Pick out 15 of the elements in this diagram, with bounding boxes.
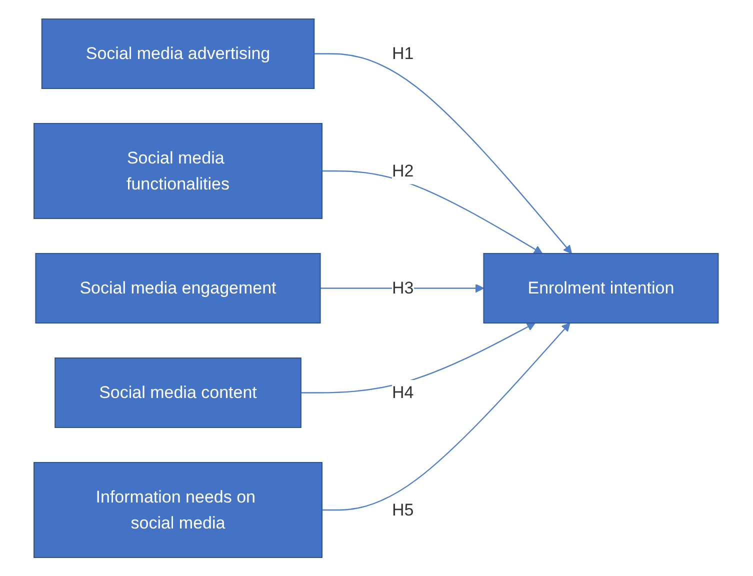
- edge-label: H1: [392, 44, 414, 63]
- node-box: Social media engagement: [36, 252, 322, 324]
- edge-label: H3: [392, 278, 414, 298]
- arrow: [301, 322, 536, 394]
- arrow: [322, 170, 544, 254]
- edge-label: H5: [392, 500, 414, 519]
- node-box: Social media advertising: [42, 18, 316, 89]
- arrow: [314, 52, 572, 254]
- node-box: Enrolment intention: [484, 252, 720, 324]
- node-box: Information needs on social media: [34, 462, 323, 558]
- edge-label: H2: [392, 161, 414, 180]
- edge-label: H4: [392, 382, 414, 402]
- node-box: Social media content: [54, 357, 302, 428]
- arrow: [322, 322, 571, 510]
- node-box: Social media functionalities: [34, 122, 323, 219]
